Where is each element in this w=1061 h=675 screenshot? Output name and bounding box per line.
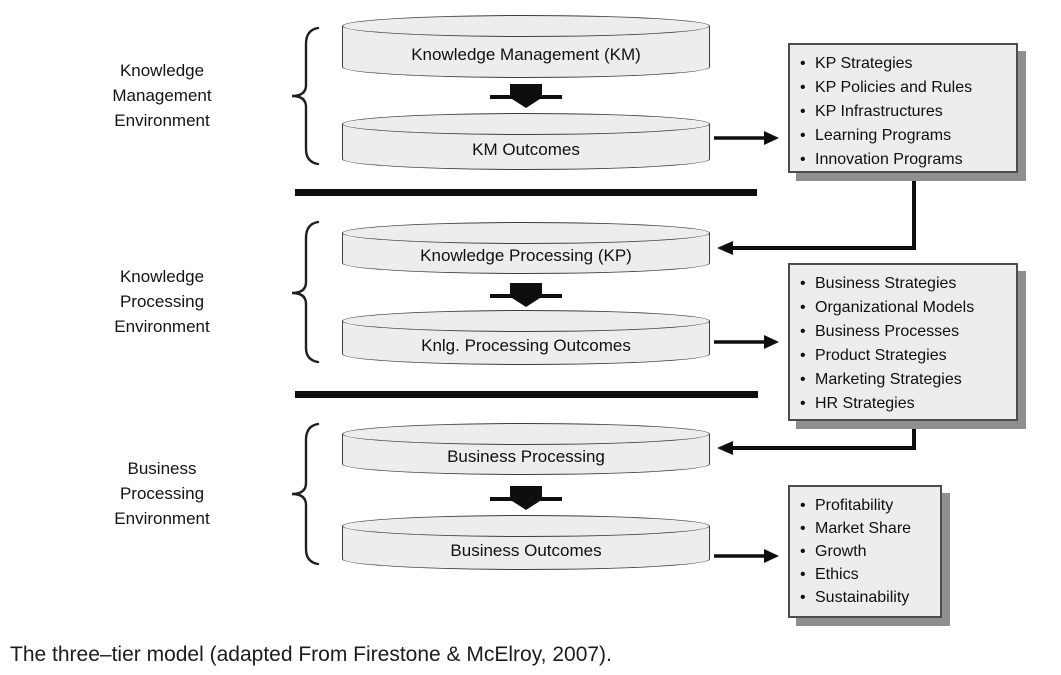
elbow-arrow-box1-to-kp: [732, 176, 916, 250]
cylinder-km-outcomes: KM Outcomes: [342, 113, 710, 170]
cylinder-top-ellipse: [342, 515, 710, 537]
cylinder-top-ellipse: [342, 423, 710, 445]
bullet-item-label: Sustainability: [815, 589, 910, 606]
env-label-line: Environment: [114, 509, 210, 528]
cylinder-label: KM Outcomes: [472, 139, 580, 159]
down-arrow-icon-tier2: [490, 283, 562, 307]
cylinder-label: Knowledge Processing (KP): [420, 246, 632, 265]
cylinder-knlg-processing-outcomes: Knlg. Processing Outcomes: [342, 310, 710, 365]
left-arrowhead-kp: [717, 241, 733, 255]
bullet-icon: •: [800, 543, 806, 560]
bullet-item: • Business Strategies: [800, 272, 1012, 296]
bullet-item: • HR Strategies: [800, 392, 1012, 416]
bullet-icon: •: [800, 79, 806, 96]
bullet-icon: •: [800, 395, 806, 412]
cylinder-label: Knlg. Processing Outcomes: [421, 335, 631, 355]
cylinder-label: Business Outcomes: [450, 540, 602, 560]
bullet-item: • Profitability: [800, 494, 936, 517]
bullet-icon: •: [800, 299, 806, 316]
bullet-icon: •: [800, 151, 806, 168]
left-arrowhead-bp: [717, 441, 733, 455]
bullet-item: • Sustainability: [800, 586, 936, 609]
bullet-item-label: Ethics: [815, 566, 859, 583]
bullet-item: • Marketing Strategies: [800, 368, 1012, 392]
env-label-line: Environment: [114, 317, 210, 336]
env-label-line: Environment: [114, 111, 210, 130]
bullet-item-label: Innovation Programs: [815, 151, 963, 168]
bullet-icon: •: [800, 566, 806, 583]
env-label-line: Business: [127, 459, 197, 478]
outputs-box-business: • Profitability • Market Share • Growth • Et…: [788, 485, 942, 618]
right-arrowhead-tier1: [764, 131, 779, 145]
bullet-item: • Ethics: [800, 563, 936, 586]
bullet-item: • KP Infrastructures: [800, 100, 1012, 124]
bullet-item-label: KP Policies and Rules: [815, 79, 973, 96]
bullet-icon: •: [800, 323, 806, 340]
elbow-arrow-box2-to-bp: [732, 427, 916, 450]
env-label-line: Management: [112, 86, 212, 105]
separator-bar-2: [295, 391, 758, 398]
cylinder-label: Knowledge Management (KM): [411, 44, 641, 64]
right-arrowhead-tier3: [764, 549, 779, 563]
bullet-item-label: Profitability: [815, 497, 894, 514]
env-label-knowledge-management: Knowledge Management Environment: [52, 58, 272, 133]
cylinder-knowledge-processing: Knowledge Processing (KP): [342, 222, 710, 274]
cylinder-knowledge-management: Knowledge Management (KM): [342, 15, 710, 78]
bullet-item-label: Product Strategies: [815, 347, 947, 364]
bullet-item-label: Market Share: [815, 520, 912, 537]
down-arrow-icon-tier1: [490, 84, 562, 108]
outputs-box-kp: • Business Strategies • Organizational Mod…: [788, 263, 1018, 421]
bullet-item: • Learning Programs: [800, 124, 1012, 148]
outputs-box-km: • KP Strategies • KP Policies and Rules • K…: [788, 43, 1018, 173]
cylinder-top-ellipse: [342, 310, 710, 332]
down-arrow-icon-tier3: [490, 486, 562, 510]
env-label-line: Knowledge: [119, 61, 205, 80]
bullet-item-label: Business Processes: [815, 323, 960, 340]
bullet-item-label: Growth: [815, 543, 867, 560]
bullet-item: • KP Strategies: [800, 52, 1012, 76]
env-label-knowledge-processing: Knowledge Processing Environment: [52, 264, 272, 339]
bullet-item-label: Business Strategies: [815, 275, 957, 292]
bullet-icon: •: [800, 127, 806, 144]
bullet-icon: •: [800, 103, 806, 120]
cylinder-top-ellipse: [342, 113, 710, 135]
bullet-item-label: HR Strategies: [815, 395, 915, 412]
cylinder-top-ellipse: [342, 15, 710, 37]
cylinder-body: [342, 26, 710, 78]
brace-icon-tier2: [291, 220, 320, 364]
bullet-item-label: Learning Programs: [815, 127, 952, 144]
bullet-item: • Growth: [800, 540, 936, 563]
env-label-line: Processing: [119, 292, 205, 311]
bullet-icon: •: [800, 347, 806, 364]
cylinder-business-processing: Business Processing: [342, 423, 710, 475]
bullet-item: • Market Share: [800, 517, 936, 540]
brace-icon-tier3: [291, 422, 320, 566]
bullet-icon: •: [800, 55, 806, 72]
bullet-item-label: KP Strategies: [815, 55, 913, 72]
separator-bar-1: [295, 189, 757, 196]
cylinder-label: Business Processing: [447, 447, 605, 466]
bullet-item-label: KP Infrastructures: [815, 103, 943, 120]
bullet-icon: •: [800, 275, 806, 292]
bullet-item: • KP Policies and Rules: [800, 76, 1012, 100]
bullet-item: • Organizational Models: [800, 296, 1012, 320]
figure-caption: The three–tier model (adapted From Fires…: [10, 643, 612, 666]
bullet-item: • Business Processes: [800, 320, 1012, 344]
cylinder-business-outcomes: Business Outcomes: [342, 515, 710, 570]
bullet-item: • Innovation Programs: [800, 148, 1012, 172]
bullet-icon: •: [800, 371, 806, 388]
env-label-business-processing: Business Processing Environment: [52, 456, 272, 531]
bullet-item-label: Organizational Models: [815, 299, 975, 316]
bullet-item: • Product Strategies: [800, 344, 1012, 368]
bullet-icon: •: [800, 520, 806, 537]
bullet-icon: •: [800, 589, 806, 606]
brace-icon-tier1: [291, 26, 320, 166]
right-arrowhead-tier2: [764, 335, 779, 349]
bullet-item-label: Marketing Strategies: [815, 371, 962, 388]
cylinder-top-ellipse: [342, 222, 710, 244]
bullet-icon: •: [800, 497, 806, 514]
env-label-line: Knowledge: [119, 267, 205, 286]
env-label-line: Processing: [119, 484, 205, 503]
